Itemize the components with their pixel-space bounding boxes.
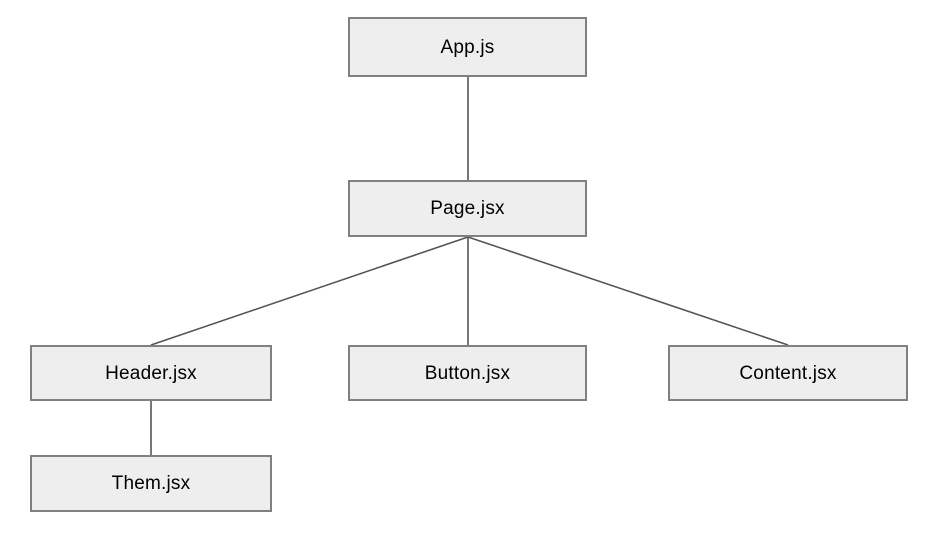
node-label-app-js: App.js: [440, 36, 495, 58]
node-content-jsx[interactable]: Content.jsx: [668, 345, 908, 401]
node-header-jsx[interactable]: Header.jsx: [30, 345, 272, 401]
node-label-header-jsx: Header.jsx: [105, 362, 197, 384]
node-button-jsx[interactable]: Button.jsx: [348, 345, 587, 401]
node-label-button-jsx: Button.jsx: [424, 362, 511, 384]
node-them-jsx[interactable]: Them.jsx: [30, 455, 272, 512]
edge-page-to-header: [150, 236, 469, 346]
edge-page-to-content: [467, 236, 789, 346]
node-label-them-jsx: Them.jsx: [111, 473, 191, 494]
node-label-page-jsx: Page.jsx: [430, 198, 505, 219]
node-page-jsx[interactable]: Page.jsx: [348, 180, 587, 237]
node-app-js[interactable]: App.js: [348, 17, 587, 77]
node-label-content-jsx: Content.jsx: [739, 362, 837, 384]
